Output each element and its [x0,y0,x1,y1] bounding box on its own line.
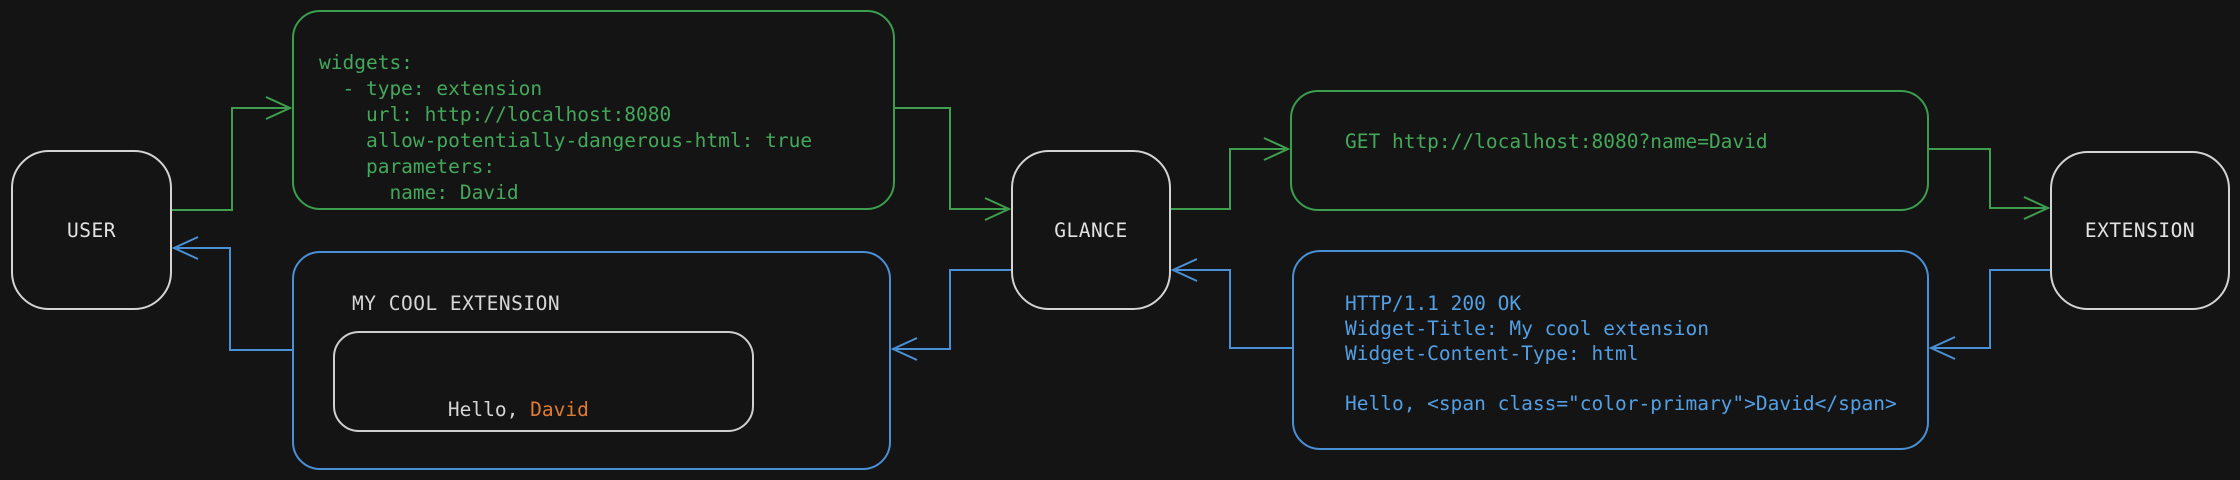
arrow-glance-to-request [1171,137,1291,210]
node-user-label: USER [67,218,116,242]
widget-content-frame: Hello, David [333,331,754,432]
http-response-box: HTTP/1.1 200 OK Widget-Title: My cool ex… [1292,250,1929,450]
arrow-config-to-glance [895,107,1012,221]
arrow-request-to-extension [1929,148,2051,220]
rendered-widget-box: MY COOL EXTENSION Hello, David [292,251,891,470]
node-extension: EXTENSION [2050,151,2230,310]
config-yaml-code: widgets: - type: extension url: http://l… [319,51,813,204]
node-glance-label: GLANCE [1054,218,1128,242]
config-yaml-box: widgets: - type: extension url: http://l… [292,10,895,210]
http-request-box: GET http://localhost:8080?name=David [1290,90,1929,211]
node-glance: GLANCE [1011,150,1171,310]
http-request-code: GET http://localhost:8080?name=David [1345,130,1768,153]
greeting-name: David [530,398,589,421]
arrow-response-to-glance [1170,258,1292,349]
http-response-code: HTTP/1.1 200 OK Widget-Title: My cool ex… [1345,292,1897,415]
arrow-glance-to-widget [890,269,1011,361]
arrow-widget-to-user [171,236,292,351]
widget-title: MY COOL EXTENSION [352,292,561,315]
arrow-user-to-config [172,96,293,211]
widget-greeting: Hello, David [354,371,589,449]
node-extension-label: EXTENSION [2084,219,2196,242]
arrow-extension-to-response [1928,269,2050,360]
greeting-prefix: Hello, [447,398,531,421]
node-user: USER [11,150,172,310]
